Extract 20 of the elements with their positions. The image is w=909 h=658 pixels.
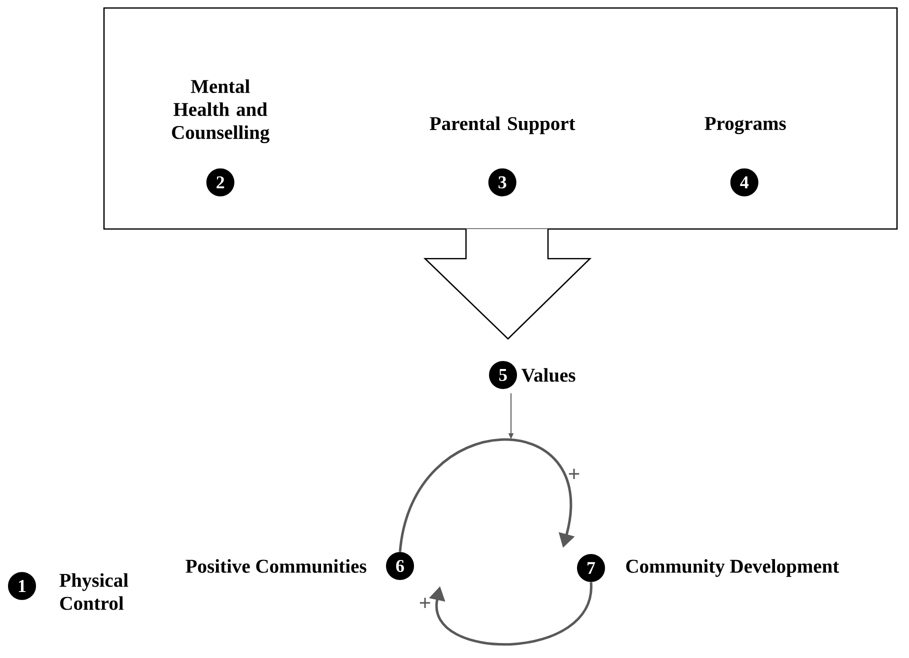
node-label: Mental Health and Counselling <box>172 79 270 144</box>
curved-arrow <box>428 582 592 646</box>
number-badge: 4 <box>730 168 758 196</box>
number-badge: 1 <box>8 572 36 600</box>
edge-label: + <box>568 468 580 480</box>
block-arrow <box>423 228 592 340</box>
frame-box <box>103 7 898 230</box>
edge-label: + <box>420 598 430 608</box>
node-label: Parental Support <box>430 116 576 134</box>
number-badge: 2 <box>206 168 234 196</box>
node-label: Community Development <box>626 559 840 577</box>
node-label: Physical Control <box>60 573 128 610</box>
number-badge: 7 <box>577 554 605 582</box>
node-label: Positive Communities <box>186 559 366 573</box>
number-badge: 3 <box>488 168 516 196</box>
number-badge: 6 <box>386 552 414 580</box>
curved-arrow <box>398 438 575 552</box>
node-label: Programs <box>704 117 786 134</box>
number-badge: 5 <box>489 361 517 389</box>
node-label: Values <box>521 368 576 382</box>
